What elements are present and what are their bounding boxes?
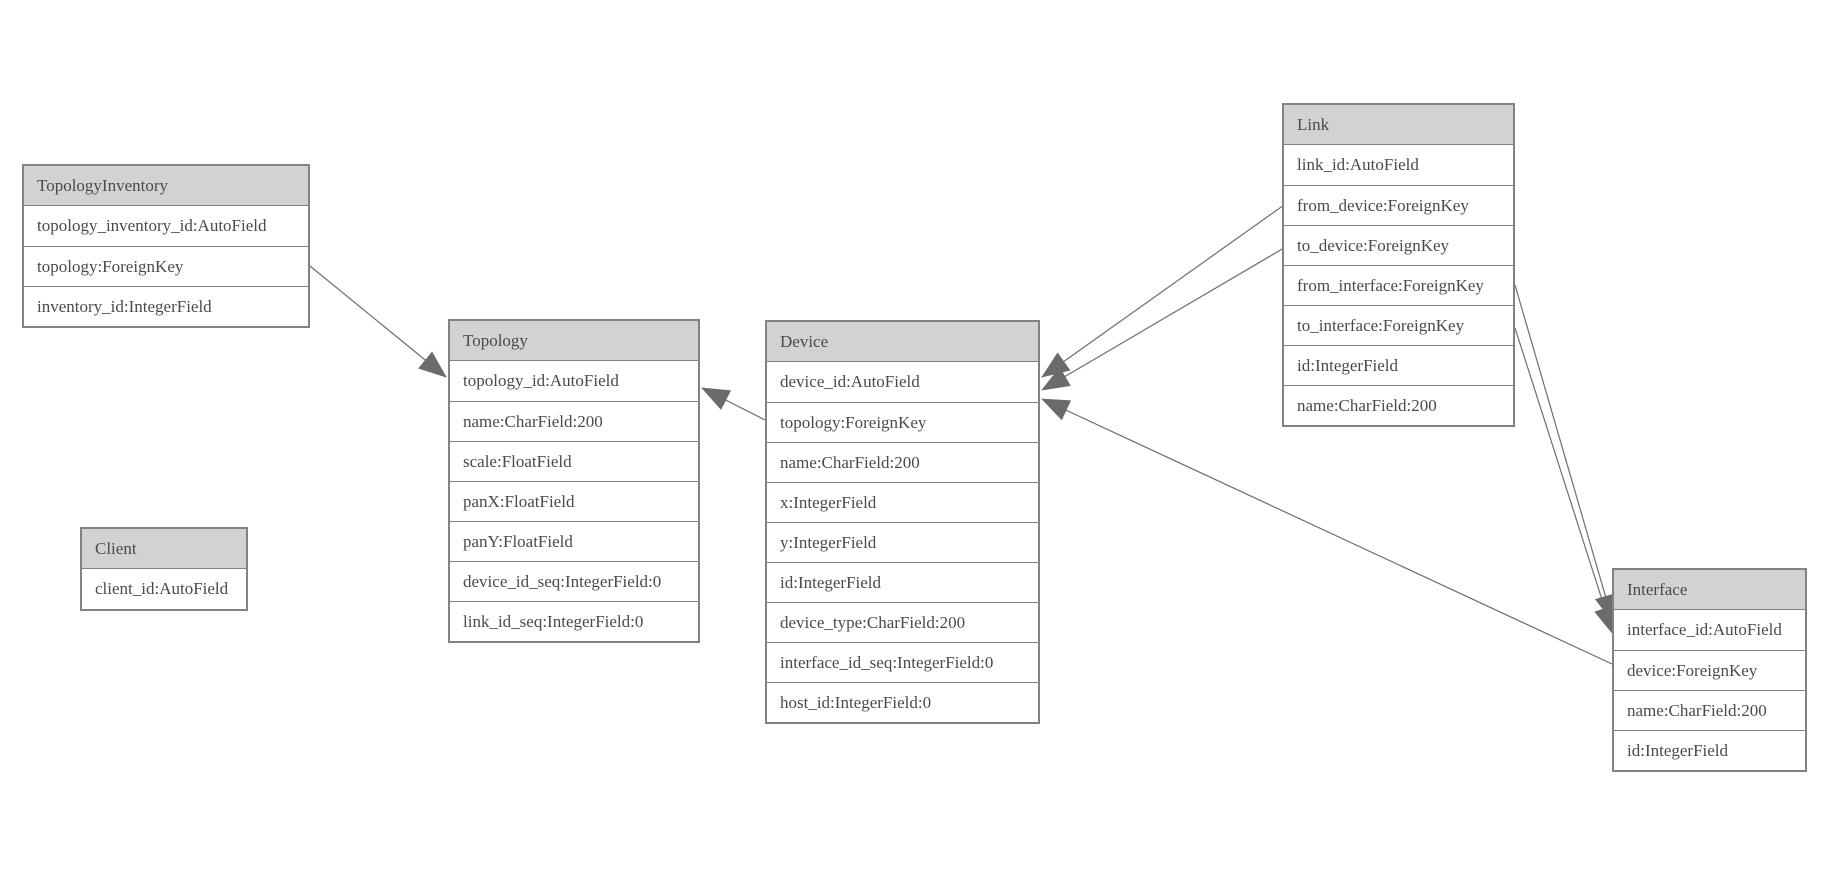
field-row: to_interface:ForeignKey — [1284, 305, 1513, 345]
field-row: id:IntegerField — [1284, 345, 1513, 385]
field-row: id:IntegerField — [767, 562, 1038, 602]
edge-interface-device — [1041, 398, 1613, 665]
field-row: scale:FloatField — [450, 441, 698, 481]
edge-link-fromdevice-device — [1041, 204, 1285, 378]
entity-client: Client client_id:AutoField — [80, 527, 248, 611]
entity-fields: client_id:AutoField — [82, 569, 246, 609]
entity-title: Device — [767, 322, 1038, 362]
field-row: from_device:ForeignKey — [1284, 185, 1513, 225]
field-row: link_id:AutoField — [1284, 145, 1513, 185]
field-row: host_id:IntegerField:0 — [767, 682, 1038, 722]
field-row: inventory_id:IntegerField — [24, 286, 308, 326]
field-row: from_interface:ForeignKey — [1284, 265, 1513, 305]
entity-title: Interface — [1614, 570, 1805, 610]
edge-topologyinventory-topology — [309, 265, 447, 378]
field-row: device_id_seq:IntegerField:0 — [450, 561, 698, 601]
field-row: name:CharField:200 — [1614, 690, 1805, 730]
field-row: topology_id:AutoField — [450, 361, 698, 401]
field-row: panY:FloatField — [450, 521, 698, 561]
field-row: name:CharField:200 — [767, 442, 1038, 482]
field-row: to_device:ForeignKey — [1284, 225, 1513, 265]
field-row: device_id:AutoField — [767, 362, 1038, 402]
field-row: device_type:CharField:200 — [767, 602, 1038, 642]
field-row: interface_id_seq:IntegerField:0 — [767, 642, 1038, 682]
field-row: link_id_seq:IntegerField:0 — [450, 601, 698, 641]
field-row: interface_id:AutoField — [1614, 610, 1805, 650]
entity-topology-inventory: TopologyInventory topology_inventory_id:… — [22, 164, 310, 328]
edge-link-todevice-device — [1041, 247, 1285, 391]
entity-title: Topology — [450, 321, 698, 361]
field-row: y:IntegerField — [767, 522, 1038, 562]
field-row: topology_inventory_id:AutoField — [24, 206, 308, 246]
edge-link-frominterface-interface — [1514, 284, 1617, 623]
entity-title: TopologyInventory — [24, 166, 308, 206]
field-row: id:IntegerField — [1614, 730, 1805, 770]
entity-title: Client — [82, 529, 246, 569]
field-row: topology:ForeignKey — [24, 246, 308, 286]
field-row: name:CharField:200 — [450, 401, 698, 441]
field-row: name:CharField:200 — [1284, 385, 1513, 425]
field-row: panX:FloatField — [450, 481, 698, 521]
edge-device-topology — [701, 387, 766, 421]
field-row: device:ForeignKey — [1614, 650, 1805, 690]
edge-link-tointerface-interface — [1514, 327, 1616, 635]
entity-title: Link — [1284, 105, 1513, 145]
field-row: client_id:AutoField — [82, 569, 246, 609]
field-row: x:IntegerField — [767, 482, 1038, 522]
field-row: topology:ForeignKey — [767, 402, 1038, 442]
